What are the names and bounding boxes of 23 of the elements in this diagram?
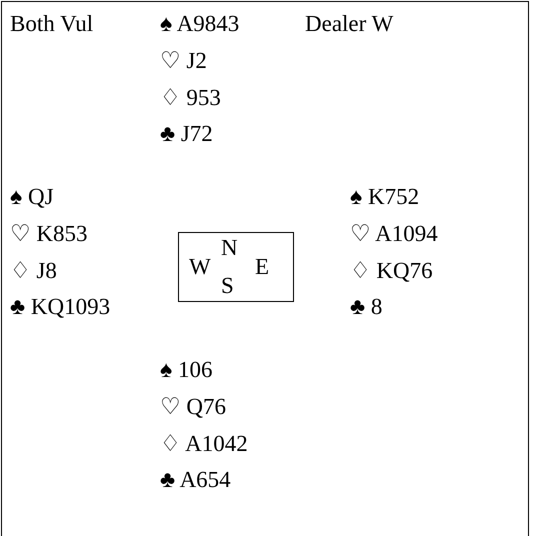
- vulnerability-text: Both Vul: [10, 11, 94, 37]
- card-holding: ♠ A9843: [160, 11, 240, 37]
- direction-letter: S: [221, 274, 234, 298]
- card-holding: ♡ Q76: [160, 394, 226, 420]
- direction-letter: W: [189, 255, 211, 279]
- card-holding: ♢ 953: [160, 85, 221, 111]
- card-holding: ♢ KQ76: [350, 258, 433, 284]
- card-holding: ♡ K853: [10, 221, 88, 247]
- card-holding: ♣ J72: [160, 121, 213, 147]
- card-holding: ♠ 106: [160, 357, 212, 383]
- card-holding: ♡ J2: [160, 48, 207, 74]
- direction-letter: N: [221, 236, 238, 260]
- dealer-text: Dealer W: [305, 11, 394, 37]
- card-holding: ♣ A654: [160, 467, 231, 493]
- card-holding: ♢ J8: [10, 258, 57, 284]
- card-holding: ♠ QJ: [10, 184, 54, 210]
- card-holding: ♡ A1094: [350, 221, 438, 247]
- card-holding: ♣ KQ1093: [10, 294, 110, 320]
- card-holding: ♢ A1042: [160, 431, 248, 457]
- card-holding: ♠ K752: [350, 184, 420, 210]
- compass-box: [178, 232, 294, 302]
- direction-letter: E: [255, 255, 270, 279]
- card-holding: ♣ 8: [350, 294, 382, 320]
